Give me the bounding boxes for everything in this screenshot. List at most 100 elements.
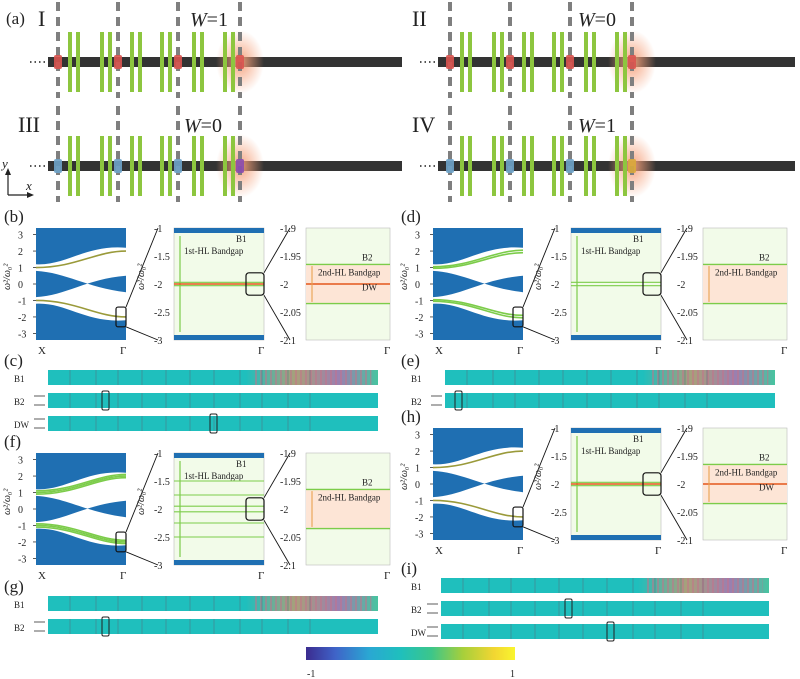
mode-row-label: B1 [411, 582, 422, 592]
resonator-bar [552, 32, 556, 92]
resonator-bar [500, 136, 504, 196]
mode-row-label: B2 [14, 397, 25, 407]
zoom-tick-label: -1.9 [280, 449, 296, 460]
resonator-bar [223, 32, 227, 92]
resonator-bar [592, 32, 596, 92]
resonator-bar [130, 32, 134, 92]
mid-tick-label: -2.5 [551, 508, 567, 519]
bulk-band-upper [433, 428, 523, 465]
mid-tick-label: -2 [154, 280, 162, 291]
bulk-band-upper [433, 228, 523, 265]
localized-mode-box [209, 413, 218, 434]
zoom-connector [263, 452, 291, 499]
mode-strip [445, 393, 775, 408]
bulk-lower-band [571, 535, 661, 540]
edge-state-curve [432, 251, 524, 270]
chain-I [30, 2, 402, 98]
full-ylabel: ω²/ω₀² [399, 463, 410, 490]
edge-state-curve [35, 299, 127, 318]
label-B1: B1 [236, 459, 247, 469]
full-tick-label: -2 [415, 313, 423, 324]
mode-row-label: B2 [14, 623, 25, 633]
gap-fill [173, 452, 265, 566]
resonator-bar [168, 32, 172, 92]
lattice-site [506, 55, 514, 69]
label-gap1: 1st-HL Bandgap [581, 246, 641, 256]
zoom-connector [125, 551, 159, 566]
chain-II [420, 2, 795, 98]
resonator-bar [560, 32, 564, 92]
winding-label-III: W=0 [184, 115, 222, 137]
resonator-bar [623, 32, 627, 92]
resonator-bar [522, 136, 526, 196]
svg-text:W=0: W=0 [578, 9, 616, 31]
lattice-site [174, 55, 182, 69]
colorbar-gradient [306, 647, 515, 660]
full-ylabel: ω²/ω₀² [2, 263, 13, 290]
lattice-site [446, 159, 454, 173]
full-tick-label: 1 [18, 264, 23, 275]
full-tick-label: -3 [18, 554, 26, 565]
mid-tick-label: -2.5 [154, 533, 170, 544]
full-tick-label: 3 [18, 231, 23, 242]
gap-fill [570, 227, 662, 341]
localized-mode-box [101, 616, 110, 637]
resonator-bar [68, 136, 72, 196]
zoom-connector [125, 227, 159, 308]
edge-state-curve [432, 300, 524, 319]
zoom-connector [660, 294, 688, 341]
mid-ylabel: ω²/ω₀² [533, 263, 544, 290]
resonator-bar [168, 136, 172, 196]
bulk-B1-band [571, 428, 661, 433]
x-label-gamma: Γ [517, 545, 523, 557]
x-label-gamma: Γ [655, 345, 661, 357]
resonator-bar [468, 136, 472, 196]
label-gap2: 2nd-HL Bandgap [715, 268, 778, 278]
mode-row-label: B2 [411, 605, 422, 615]
panel-letter: (f) [4, 432, 21, 451]
mid-ylabel: ω²/ω₀² [533, 463, 544, 490]
mode-strip [48, 393, 378, 408]
lattice-site [54, 159, 62, 173]
resonator-bar [615, 32, 619, 92]
resonator-bar [460, 136, 464, 196]
localized-mode-box [101, 390, 110, 411]
edge-state-curve [35, 473, 127, 492]
zoom-tick-label: -2 [677, 280, 685, 291]
resonator-bar [500, 32, 504, 92]
zoom-tick-label: -2.1 [280, 336, 296, 347]
full-ylabel: ω²/ω₀² [2, 488, 13, 515]
mid-tick-label: -1 [551, 224, 559, 235]
colorbar-max: 1 [510, 669, 515, 679]
mid-tick-label: -1 [154, 224, 162, 235]
x-label-gamma: Γ [655, 545, 661, 557]
resonator-bar [560, 136, 564, 196]
full-tick-label: -3 [415, 529, 423, 540]
resonator-bar [530, 32, 534, 92]
label-DW: DW [759, 483, 774, 493]
lattice-site [236, 55, 244, 69]
resonator-bar [100, 32, 104, 92]
zoom-connector [660, 427, 688, 474]
mid-tick-label: -3 [154, 336, 162, 347]
zoom-box [245, 497, 265, 521]
resonator-bar [138, 32, 142, 92]
bulk-lower-band [571, 335, 661, 340]
edge-state-curve [35, 524, 127, 543]
panel-letter: (i) [401, 559, 417, 578]
x-label-gamma: Γ [781, 545, 787, 557]
x-label-gamma: Γ [781, 345, 787, 357]
mode-row-label: DW [411, 628, 426, 638]
full-tick-label: -1 [18, 521, 26, 532]
mid-tick-label: -1.5 [154, 252, 170, 263]
mode-row-label: B2 [411, 397, 422, 407]
mid-tick-label: -1.5 [154, 477, 170, 488]
